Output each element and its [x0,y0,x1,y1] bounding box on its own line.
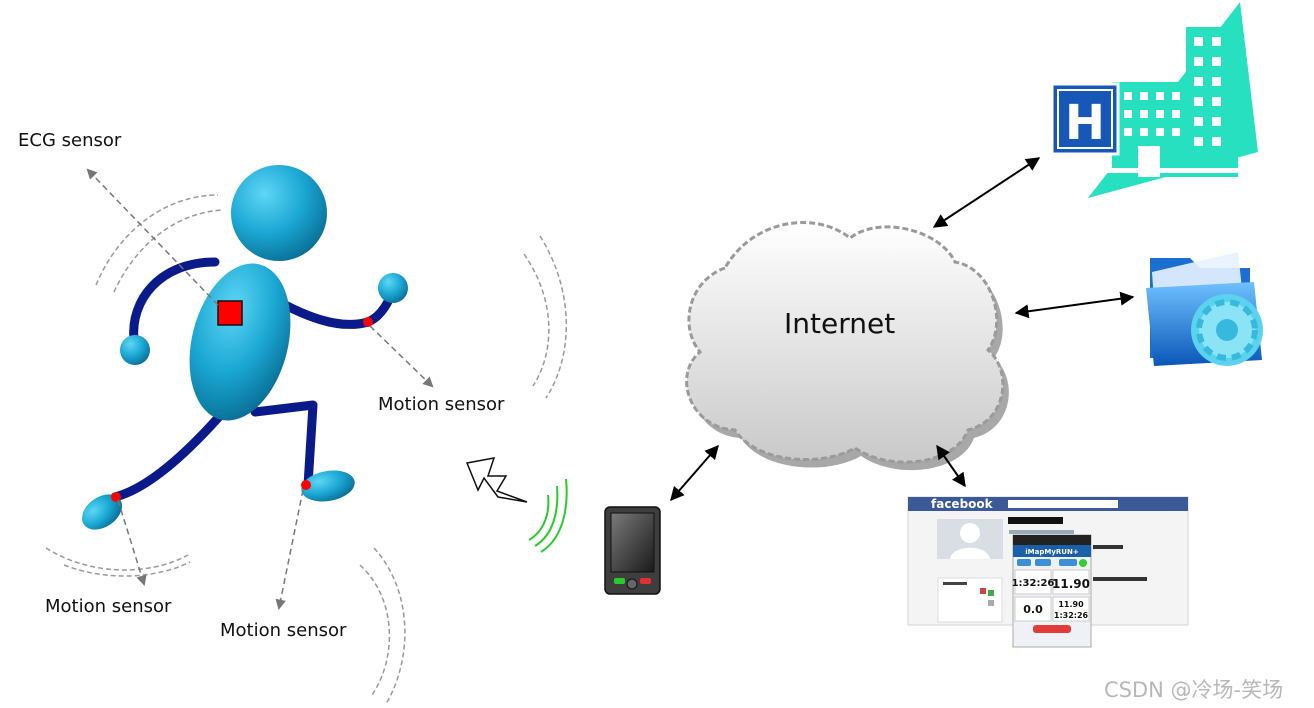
knee-pointer-arrow [275,489,304,611]
runner-back-leg [110,405,230,502]
foot-motion-sensor-label: Motion sensor [45,596,172,617]
runner-front-foot [301,470,355,502]
pda-device-icon [604,506,661,595]
runner-left-hand [120,335,150,365]
watermark: CSDN @冷场-笑场 [1104,678,1284,702]
hospital-sign-letter: H [1065,95,1105,151]
knee-motion-sensor-label: Motion sensor [220,620,347,641]
running-app-title: iMapMyRUN+ [1025,548,1079,556]
hospital-icon: H [1050,2,1258,198]
cloud-hospital-arrow [932,157,1041,228]
run-distance-small: 11.90 [1058,600,1084,609]
hospital-sign [1050,82,1120,156]
motion-lines [45,194,567,705]
motion-sensor-dot-foot [111,492,121,502]
cloud-social-arrow [936,444,966,488]
pda-cloud-arrow [670,444,719,502]
run-time-main: 1:32:26 [1012,578,1055,589]
ecg-sensor-label: ECG sensor [18,130,122,151]
run-distance-main: 11.90 [1052,577,1090,591]
runner-back-foot [82,494,122,530]
runner-figure [82,165,408,530]
arm-pointer-arrow [369,325,434,388]
ecg-pointer-arrow [86,168,219,306]
sensor-pointers [86,168,434,611]
runner-left-arm [129,257,220,345]
facebook-brand: facebook [931,497,994,511]
social-app-screenshot: facebook iMapMyRUN+ 1:32:26 11.90 0.0 11… [907,496,1189,648]
foot-pointer-arrow [117,499,147,587]
lightning-icon [465,457,528,503]
runner-right-hand [378,273,408,303]
connection-arrows [670,157,1135,502]
runner-front-leg [250,400,318,490]
folder-gear-icon [1146,252,1263,366]
motion-sensor-dot-arm [363,317,373,327]
internet-label: Internet [784,307,896,340]
motion-sensor-dot-knee [301,480,311,490]
runner-head [231,165,327,261]
gear-icon [1191,294,1263,366]
cloud-icon [685,221,1009,471]
runner-torso [189,263,291,421]
arm-motion-sensor-label: Motion sensor [378,394,505,415]
ecg-sensor-marker [217,300,243,326]
cloud-folder-arrow [1014,291,1135,319]
wireless-signal-icon [528,478,568,553]
run-time-small: 1:32:26 [1054,611,1089,620]
run-pace: 0.0 [1023,603,1043,616]
